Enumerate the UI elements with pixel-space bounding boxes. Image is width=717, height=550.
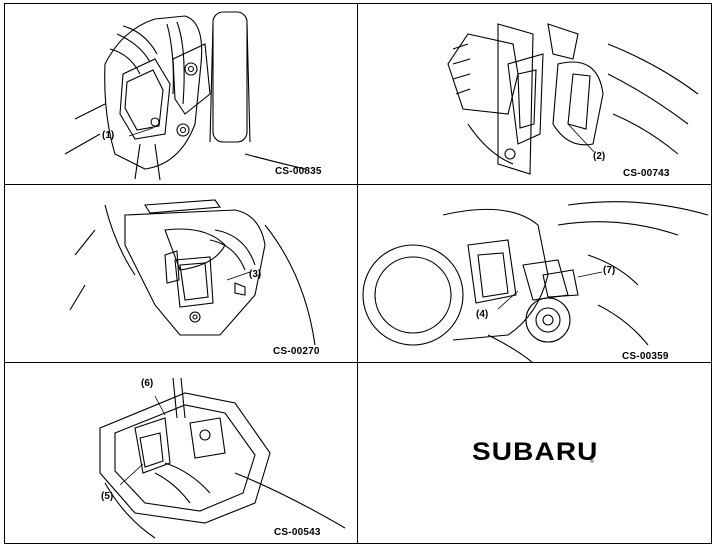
figure-panel-1: (1) CS-00835: [4, 3, 359, 186]
callout-label: (5): [101, 491, 114, 502]
figure-sheet: (1) CS-00835 (2) CS-00743: [4, 3, 712, 544]
figure-code: CS-00270: [273, 346, 320, 357]
callout-label: (4): [476, 309, 489, 320]
callout-label: (7): [603, 265, 616, 276]
figure-panel-5: (6) (5) CS-00543: [4, 362, 359, 544]
registered-mark: ®: [590, 459, 594, 465]
figure-panel-4: (4) (7) CS-00359: [357, 184, 712, 364]
illustration-shift-lock-relay: [69, 199, 316, 346]
subaru-logo: SUBARU: [472, 438, 599, 466]
callout-label: (1): [102, 130, 115, 141]
illustration-shift-lock-control-module: [447, 23, 699, 175]
callout-label: (6): [141, 378, 154, 389]
callout-label: (3): [249, 269, 262, 280]
illustration-selector-lever-assembly: [99, 377, 346, 539]
figure-code: CS-00835: [275, 166, 322, 177]
illustration-key-lock-solenoid: [362, 201, 709, 363]
logo-panel: SUBARU ®: [357, 362, 712, 544]
callout-label: (2): [593, 151, 606, 162]
figure-code: CS-00743: [623, 168, 670, 179]
figure-panel-2: (2) CS-00743: [357, 3, 712, 186]
figure-panel-3: (3) CS-00270: [4, 184, 359, 364]
illustration-shift-lock-solenoid: [64, 11, 306, 181]
figure-code: CS-00543: [274, 527, 321, 538]
figure-code: CS-00359: [622, 351, 669, 362]
